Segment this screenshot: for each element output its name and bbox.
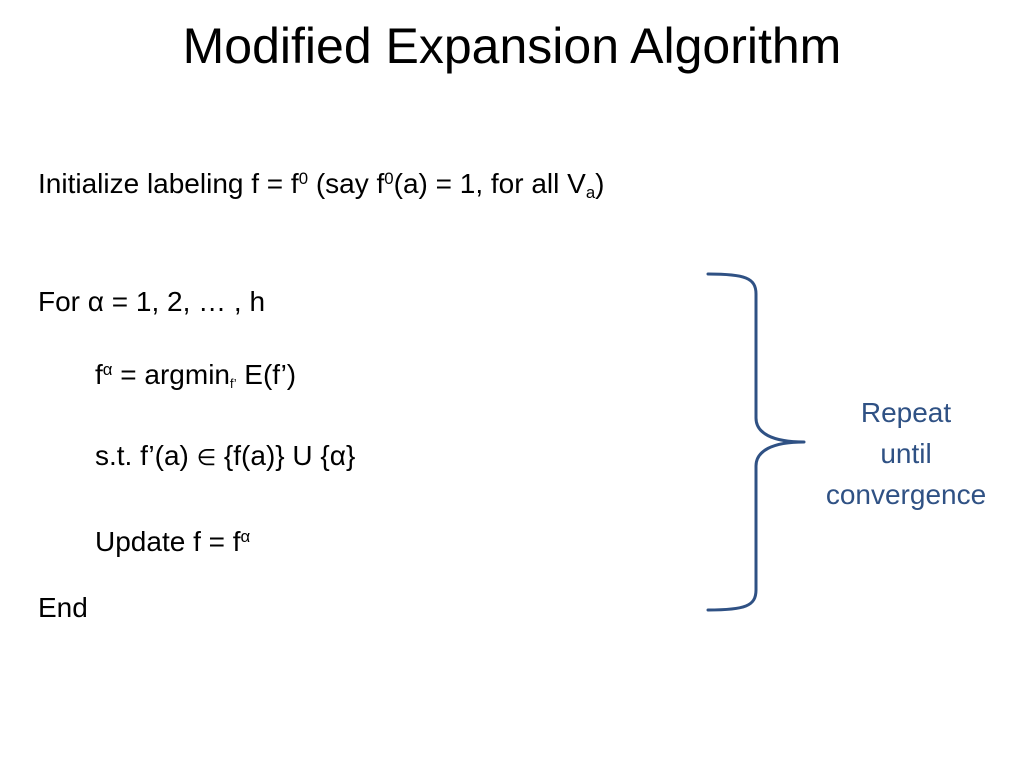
slide-title: Modified Expansion Algorithm (182, 18, 842, 74)
init-end: ) (595, 168, 605, 199)
argmin-mid: = argmin (112, 359, 230, 390)
update-text: Update f = f (95, 526, 241, 557)
repeat-annotation: Repeat until convergence (806, 392, 1006, 515)
argmin-f: f (95, 359, 103, 390)
repeat-line-1: Repeat (860, 397, 952, 428)
init-sup-2: 0 (384, 168, 394, 188)
init-mid-2: (a) = 1, for all V (393, 168, 586, 199)
init-text: Initialize labeling f = f (38, 168, 299, 199)
element-of-symbol: ∈ (196, 445, 217, 470)
init-mid: (say f (308, 168, 385, 199)
loop-header: For α = 1, 2, … , h (38, 286, 266, 317)
right-curly-brace (706, 272, 806, 612)
constraint-text-a: s.t. f’(a) (95, 440, 197, 471)
brace-path (706, 272, 806, 612)
argmin-sup: α (102, 359, 113, 379)
argmin-sub: f’ (229, 376, 237, 391)
init-step: Initialize labeling f = f0 (say f0(a) = … (38, 166, 605, 202)
repeat-line-3: convergence (825, 479, 987, 510)
argmin-step: fα = argminf’ E(f’) (95, 357, 296, 393)
loop-end: End (38, 592, 88, 623)
argmin-end: E(f’) (236, 359, 297, 390)
init-sub: a (585, 183, 596, 203)
constraint-text-b: {f(a)} U {α} (216, 440, 356, 471)
repeat-line-2: until (880, 438, 932, 469)
update-step: Update f = fα (95, 524, 250, 560)
update-sup: α (240, 526, 251, 546)
constraint-step: s.t. f’(a) ∈ {f(a)} U {α} (95, 438, 355, 476)
init-sup-1: 0 (298, 168, 309, 188)
